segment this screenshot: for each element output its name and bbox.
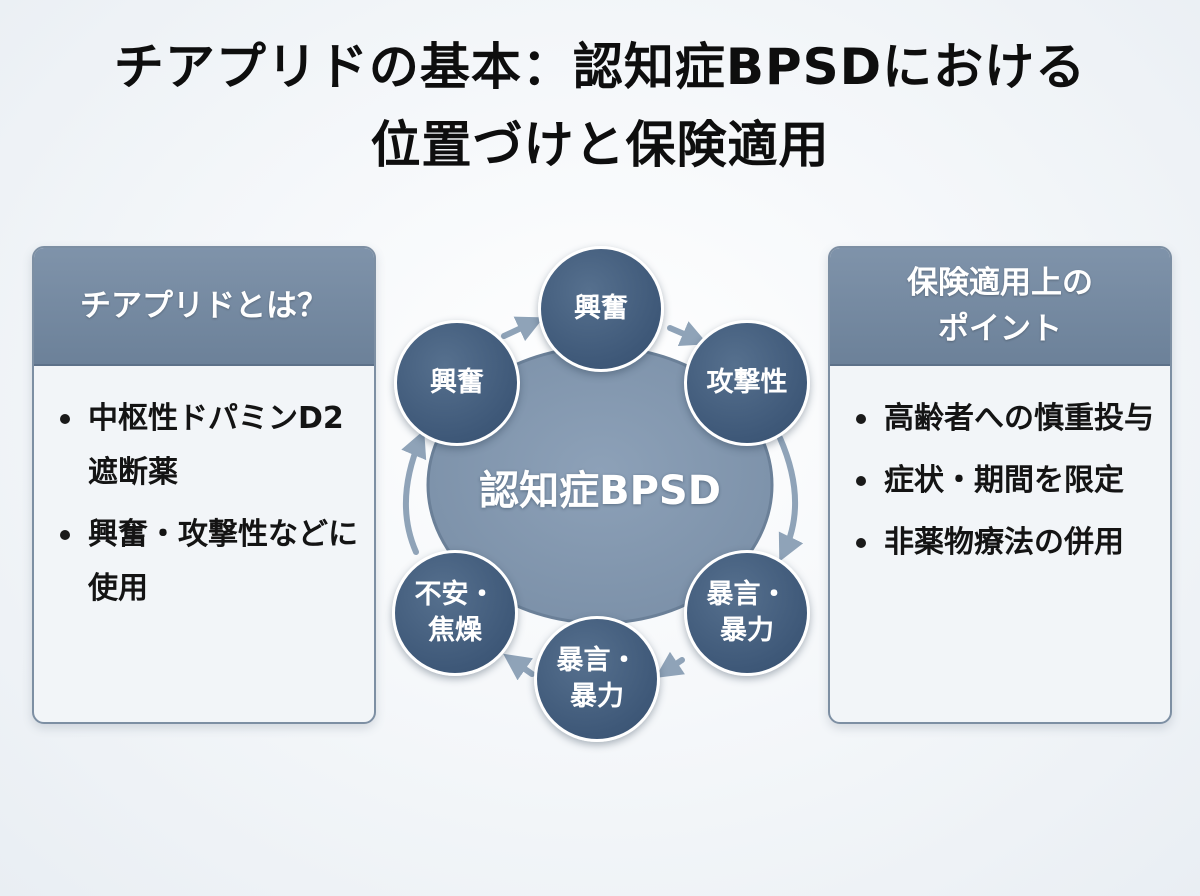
cycle-node-aggression: 攻撃性 [684, 320, 810, 446]
insurance-points-header: 保険適用上の ポイント [830, 248, 1170, 366]
arrow-aggression-to-violence [777, 435, 804, 562]
left-bullet-list: 中枢性ドパミンD2遮断薬 興奮・攻撃性などに使用 [34, 366, 374, 616]
arrow-anxiety-to-excitement [401, 430, 427, 555]
cycle-node-violence-bottom: 暴言・ 暴力 [534, 616, 660, 742]
right-panel-header-text: 保険適用上の ポイント [907, 265, 1093, 347]
title-line-2: 位置づけと保険適用 [370, 116, 830, 174]
cycle-node-excitement-left: 興奮 [394, 320, 520, 446]
node-label: 暴言・ 暴力 [556, 645, 638, 712]
cycle-node-violence-right: 暴言・ 暴力 [684, 550, 810, 676]
bullet-item: 高齢者への慎重投与 [848, 392, 1160, 446]
bullet-item: 中枢性ドパミンD2遮断薬 [52, 392, 364, 500]
bpsd-cycle-diagram: 認知症BPSD 興奮 攻撃性 暴言・ 暴力 暴言・ 暴力 不安・ 焦燥 興奮 [380, 240, 820, 742]
what-is-tiapride-header: チアプリドとは？ [34, 248, 374, 366]
page-title: チアプリドの基本：認知症BPSDにおける 位置づけと保険適用 [0, 28, 1200, 184]
cycle-node-excitement-top: 興奮 [538, 246, 664, 372]
node-label: 興奮 [574, 293, 628, 324]
what-is-tiapride-panel: チアプリドとは？ 中枢性ドパミンD2遮断薬 興奮・攻撃性などに使用 [32, 246, 376, 724]
arrow-excitement-to-excitement [501, 316, 544, 342]
arrow-excitement-to-aggression [667, 321, 708, 347]
node-label: 暴言・ 暴力 [706, 579, 788, 646]
bullet-item: 非薬物療法の併用 [848, 516, 1160, 570]
title-line-1: チアプリドの基本：認知症BPSDにおける [113, 38, 1087, 96]
node-label: 不安・ 焦燥 [414, 579, 496, 646]
center-label: 認知症BPSD [479, 468, 721, 514]
right-bullet-list: 高齢者への慎重投与 症状・期間を限定 非薬物療法の併用 [830, 366, 1170, 570]
node-label: 興奮 [430, 367, 484, 398]
bullet-item: 興奮・攻撃性などに使用 [52, 508, 364, 616]
cycle-node-anxiety: 不安・ 焦燥 [392, 550, 518, 676]
bullet-item: 症状・期間を限定 [848, 454, 1160, 508]
arrow-violence-to-anxiety [503, 653, 535, 681]
insurance-points-panel: 保険適用上の ポイント 高齢者への慎重投与 症状・期間を限定 非薬物療法の併用 [828, 246, 1172, 724]
arrow-violence-to-violence [655, 651, 685, 678]
node-label: 攻撃性 [706, 367, 788, 398]
left-panel-header-text: チアプリドとは？ [80, 288, 328, 324]
